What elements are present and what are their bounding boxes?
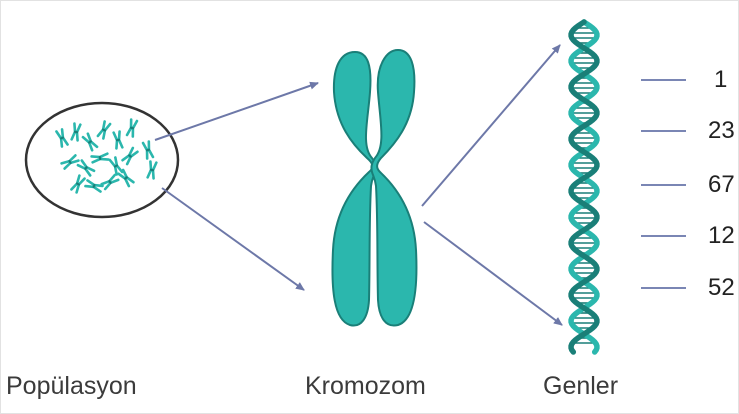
label-population: Popülasyon [6,372,137,401]
population-cell-icon [26,103,178,217]
gene-value-4: 12 [708,222,735,250]
gene-value-1: 1 [714,66,727,94]
arrow-chromosome-to-genes-top [422,45,560,206]
gene-value-5: 52 [708,274,735,302]
gene-value-2: 23 [708,117,735,145]
label-genes: Genler [543,372,618,401]
arrow-population-to-chromosome-bottom [162,188,304,290]
gene-value-3: 67 [708,171,735,199]
chromosome-icon [332,50,416,326]
arrow-population-to-chromosome-top [155,83,318,140]
arrow-chromosome-to-genes-bottom [424,222,562,325]
dna-helix-icon [571,22,597,352]
gene-lines [641,80,686,288]
label-chromosome: Kromozom [305,372,426,401]
